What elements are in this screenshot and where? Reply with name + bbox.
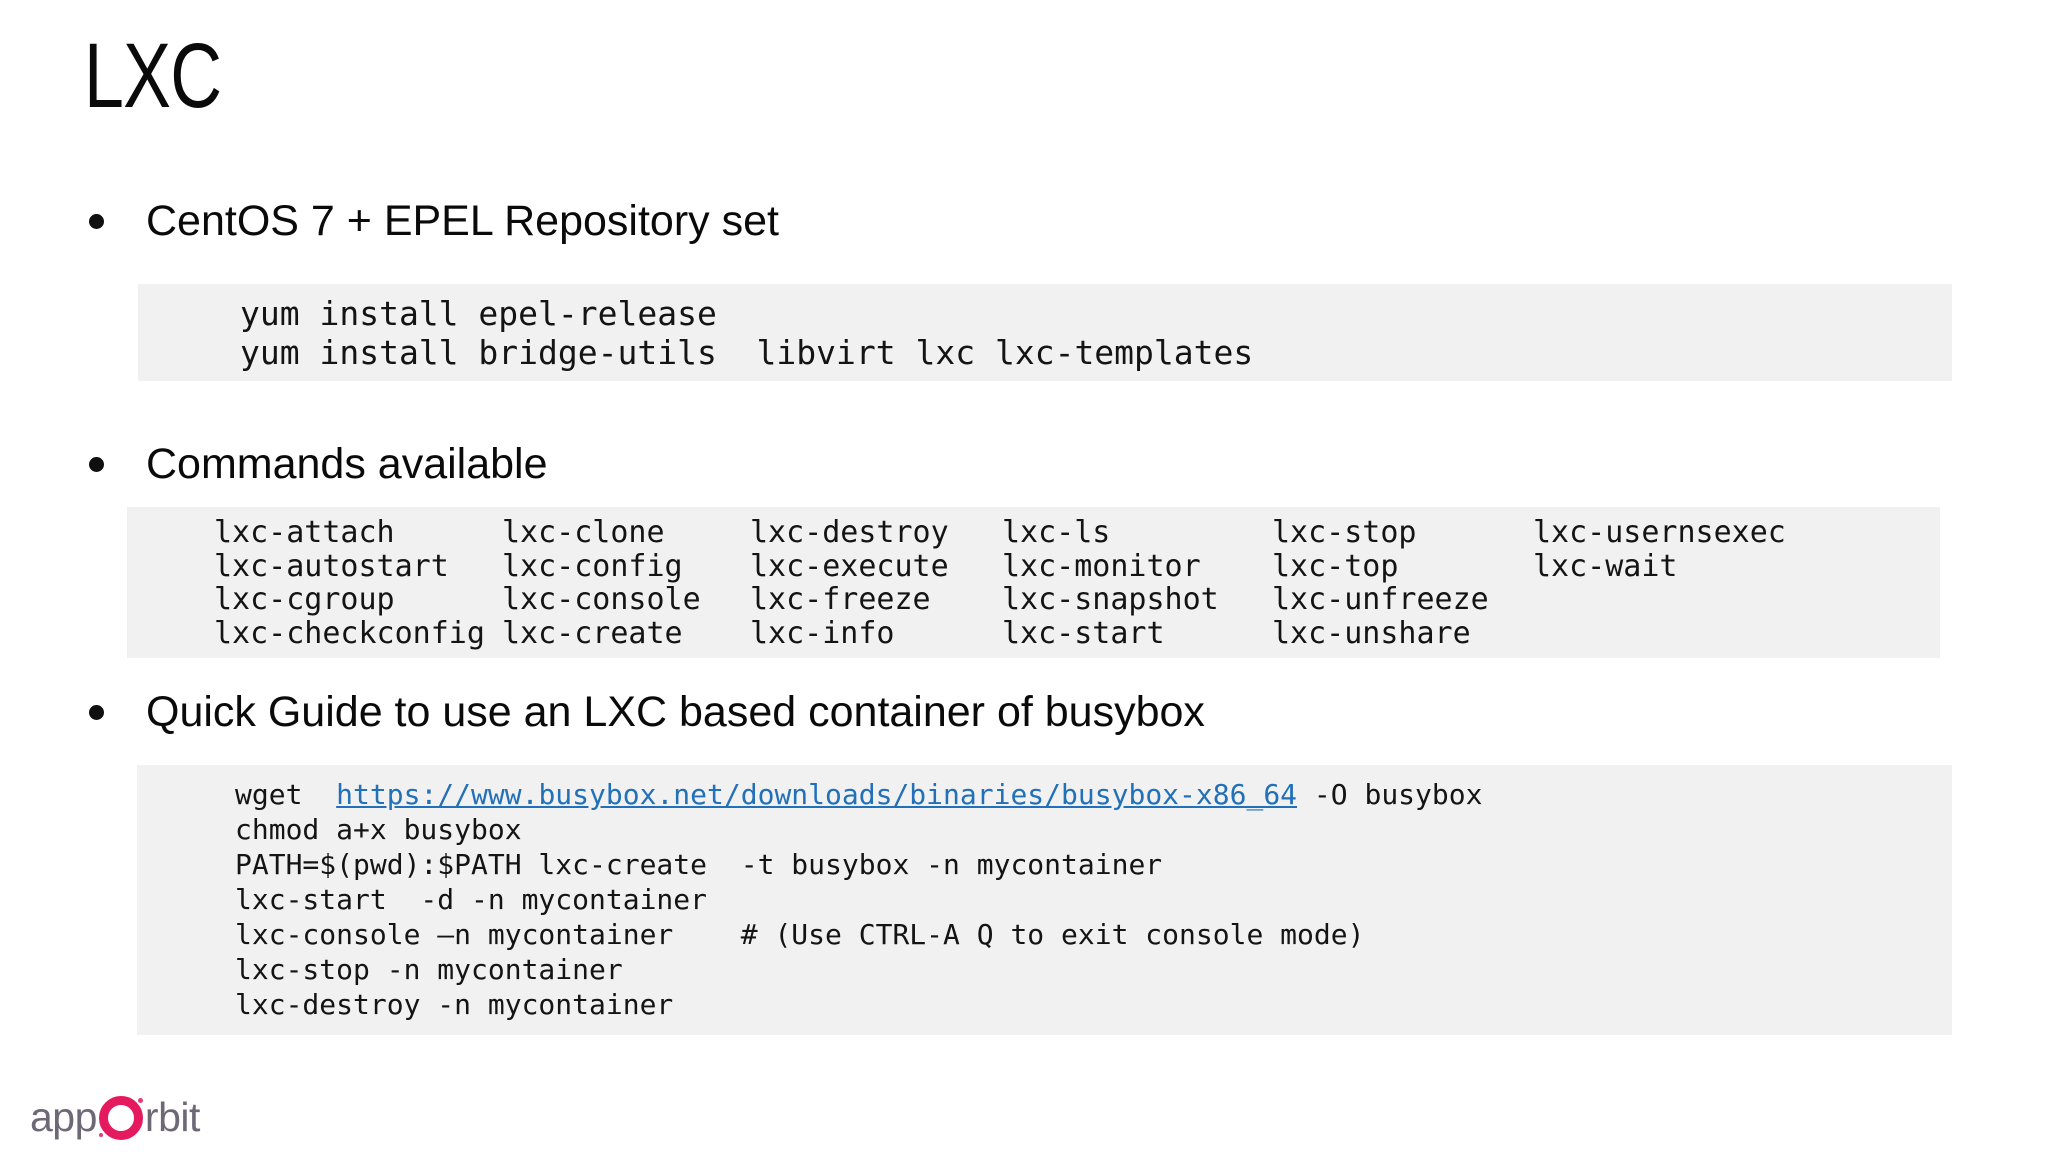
bullet-item-centos-epel: CentOS 7 + EPEL Repository set bbox=[0, 196, 2048, 252]
code-line: lxc-start -d -n mycontainer bbox=[235, 883, 708, 916]
command-name: lxc-usernsexec bbox=[1533, 515, 1786, 550]
command-name: lxc-top bbox=[1272, 548, 1399, 584]
apporbit-o-ring-icon bbox=[98, 1095, 143, 1140]
command-name: lxc-checkconfig bbox=[214, 615, 485, 651]
code-block-quickguide: wget https://www.busybox.net/downloads/b… bbox=[137, 765, 1952, 1035]
code-line: chmod a+x busybox bbox=[235, 813, 522, 846]
code-block-install: yum install epel-release yum install bri… bbox=[138, 284, 1952, 381]
code-line: yum install epel-release bbox=[240, 294, 717, 333]
commands-row: lxc-autostart lxc-config lxc-execute lxc… bbox=[214, 548, 1940, 584]
command-name: lxc-config bbox=[502, 548, 683, 584]
command-name: lxc-attach bbox=[214, 515, 395, 550]
bullet-dot bbox=[89, 705, 104, 720]
command-name: lxc-freeze bbox=[750, 582, 931, 617]
busybox-download-link[interactable]: https://www.busybox.net/downloads/binari… bbox=[336, 778, 1298, 811]
code-block-commands: lxc-attach lxc-clone lxc-destroy lxc-ls … bbox=[127, 507, 1940, 658]
slide-title: LXC bbox=[84, 25, 222, 127]
logo-text-rbit: rbit bbox=[144, 1094, 200, 1140]
bullet-text: Quick Guide to use an LXC based containe… bbox=[146, 688, 1205, 736]
command-name: lxc-clone bbox=[502, 515, 665, 550]
command-name: lxc-start bbox=[1002, 615, 1165, 651]
command-name: lxc-monitor bbox=[1002, 548, 1201, 584]
command-name: lxc-info bbox=[750, 615, 895, 651]
bullet-text: Commands available bbox=[146, 440, 548, 488]
command-name: lxc-unfreeze bbox=[1272, 582, 1489, 617]
command-name: lxc-destroy bbox=[750, 515, 949, 550]
logo-text-app: app bbox=[30, 1094, 97, 1140]
command-name: lxc-stop bbox=[1272, 515, 1417, 550]
command-name bbox=[1533, 617, 1940, 651]
command-name: lxc-ls bbox=[1002, 515, 1111, 550]
bullet-item-commands-available: Commands available bbox=[0, 439, 2048, 495]
code-text: wget bbox=[235, 778, 337, 811]
command-name: lxc-console bbox=[502, 582, 701, 617]
apporbit-logo: app rbit bbox=[30, 1094, 200, 1141]
command-name: lxc-wait bbox=[1533, 548, 1678, 584]
code-line: lxc-console –n mycontainer # (Use CTRL-A… bbox=[235, 918, 1365, 951]
commands-row: lxc-cgroup lxc-console lxc-freeze lxc-sn… bbox=[214, 583, 1940, 617]
command-name: lxc-unshare bbox=[1272, 615, 1471, 651]
command-name: lxc-snapshot bbox=[1002, 582, 1219, 617]
commands-row: lxc-attach lxc-clone lxc-destroy lxc-ls … bbox=[214, 516, 1940, 550]
commands-row: lxc-checkconfig lxc-create lxc-info lxc-… bbox=[214, 615, 1940, 651]
command-name: lxc-execute bbox=[750, 548, 949, 584]
code-text: -O busybox bbox=[1297, 778, 1483, 811]
command-name: lxc-create bbox=[502, 615, 683, 651]
bullet-dot bbox=[89, 457, 104, 472]
bullet-item-quick-guide: Quick Guide to use an LXC based containe… bbox=[0, 687, 2048, 743]
code-line: PATH=$(pwd):$PATH lxc-create -t busybox … bbox=[235, 848, 1163, 881]
bullet-dot bbox=[89, 214, 104, 229]
bullet-text: CentOS 7 + EPEL Repository set bbox=[146, 197, 779, 245]
command-name: lxc-autostart bbox=[214, 548, 449, 584]
command-name: lxc-cgroup bbox=[214, 582, 395, 617]
code-line: lxc-stop -n mycontainer bbox=[235, 953, 623, 986]
command-name bbox=[1533, 583, 1940, 617]
code-line-wget: wget https://www.busybox.net/downloads/b… bbox=[235, 777, 1952, 812]
code-line: lxc-destroy -n mycontainer bbox=[235, 988, 674, 1021]
code-line: yum install bridge-utils libvirt lxc lxc… bbox=[240, 333, 1254, 372]
